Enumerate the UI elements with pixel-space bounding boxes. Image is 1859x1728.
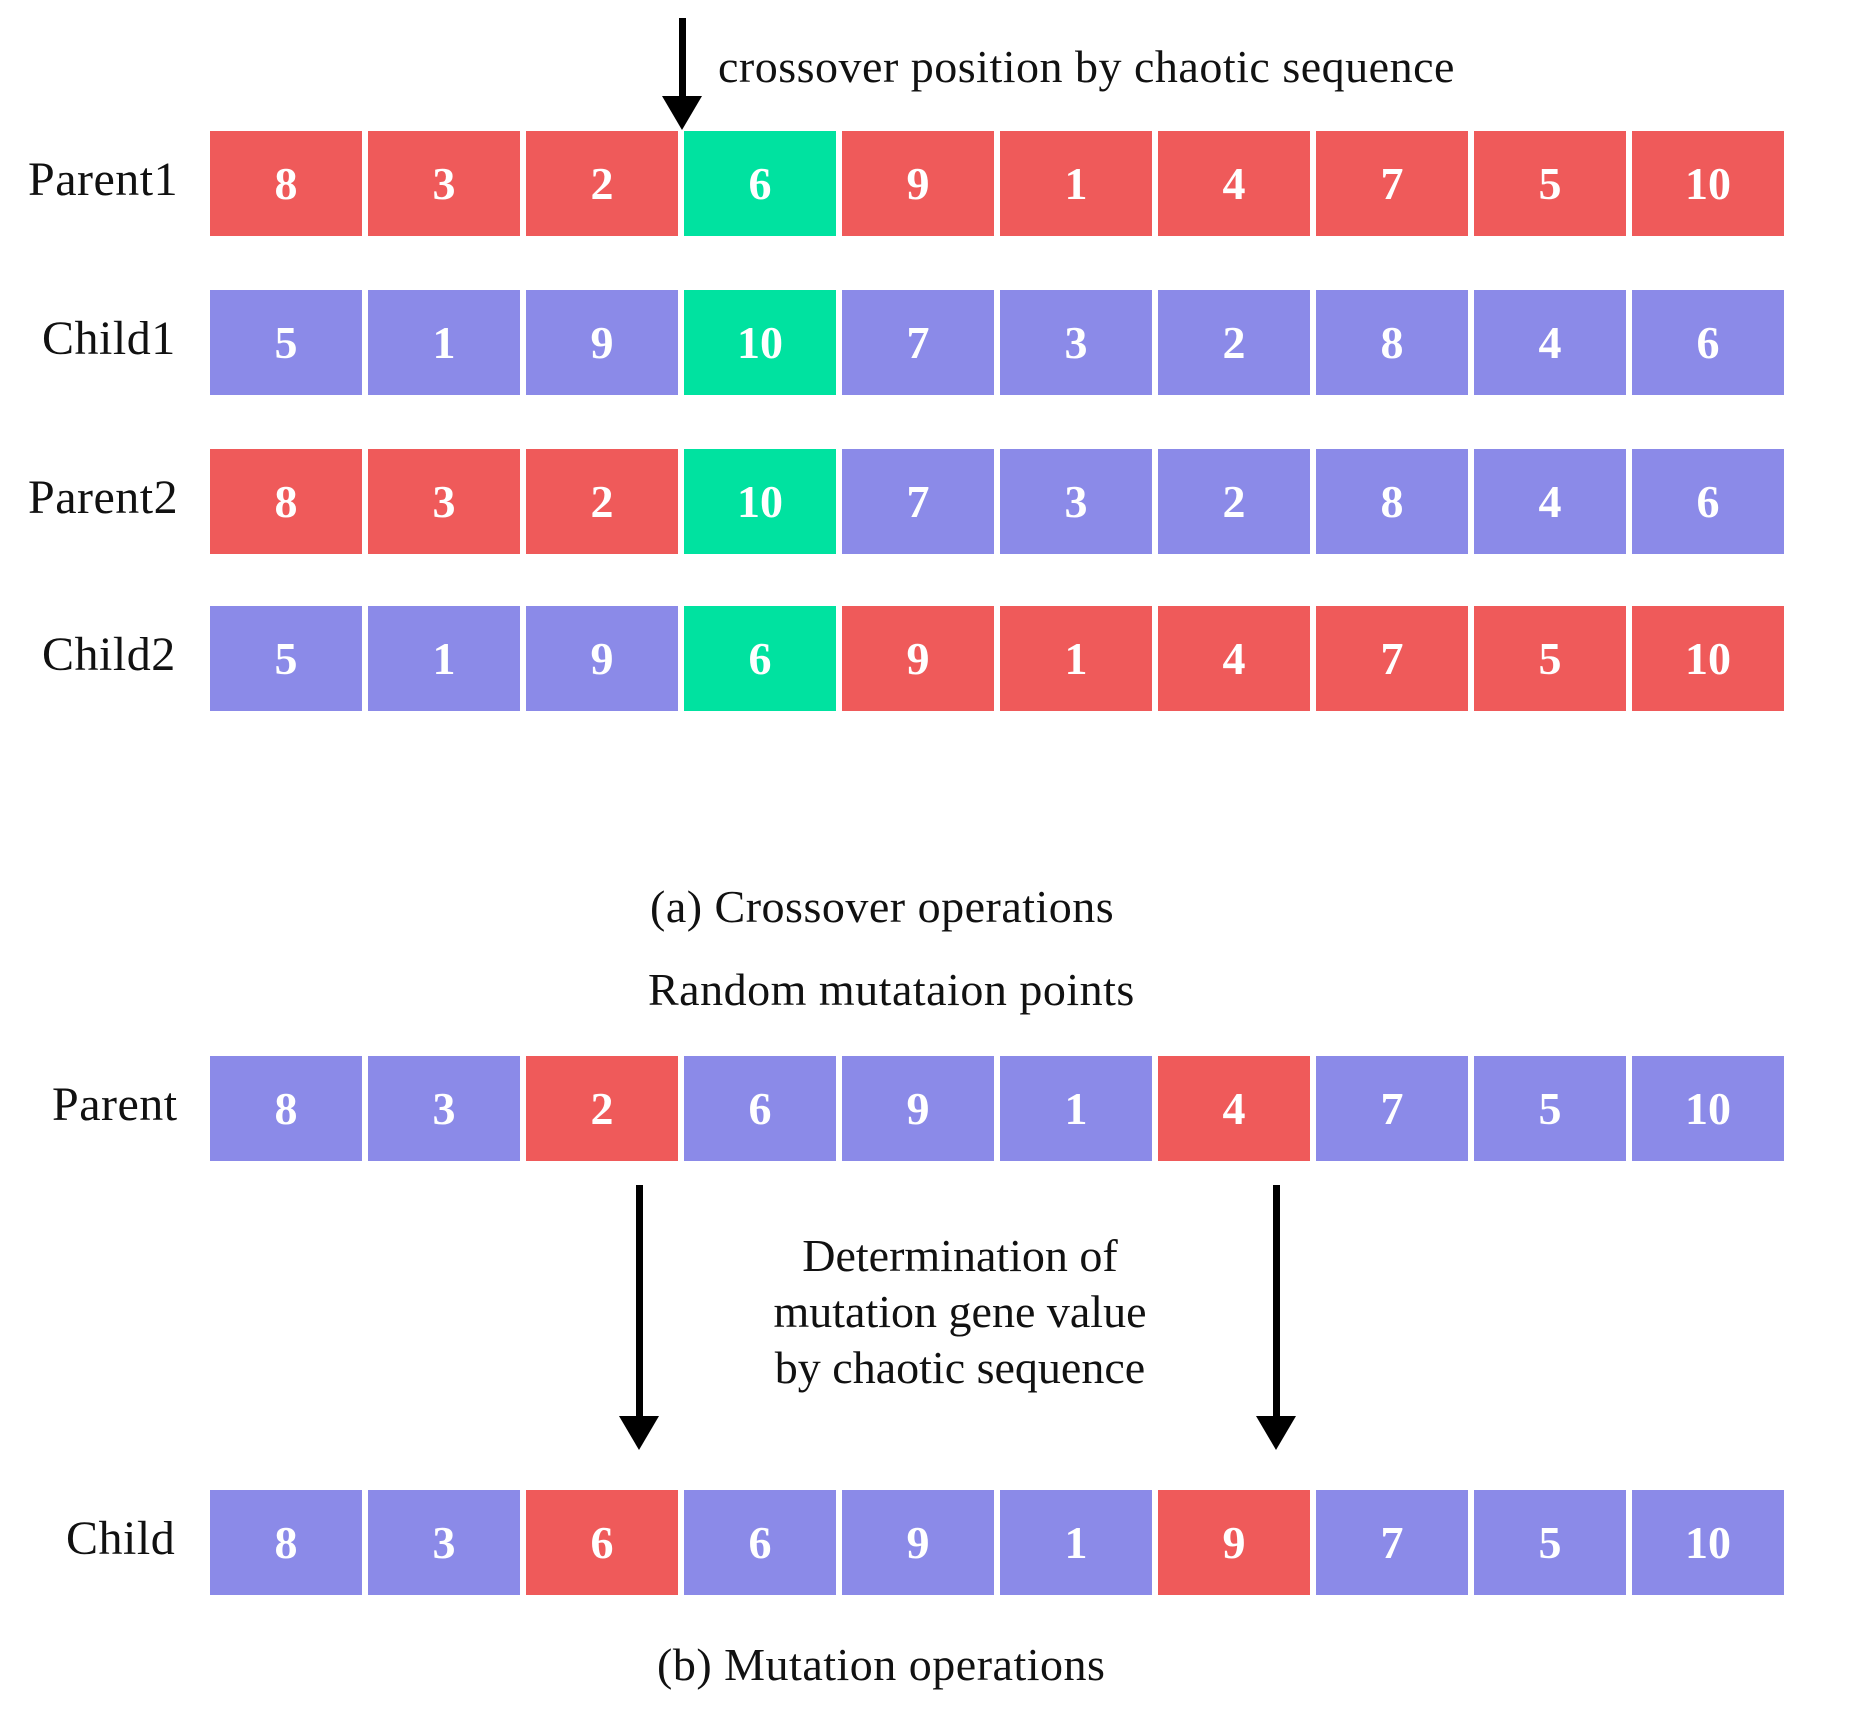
chromosome-mutation-child: 8 3 6 6 9 1 9 7 5 10: [210, 1490, 1784, 1595]
gene-cell[interactable]: 1: [1000, 1056, 1152, 1161]
arrow-head-icon: [619, 1416, 659, 1450]
gene-cell[interactable]: 3: [368, 449, 520, 554]
arrow-head-icon: [1256, 1416, 1296, 1450]
gene-cell[interactable]: 8: [1316, 449, 1468, 554]
gene-cell[interactable]: 7: [1316, 1056, 1468, 1161]
gene-cell[interactable]: 3: [368, 1056, 520, 1161]
chromosome-parent1: 8 3 2 6 9 1 4 7 5 10: [210, 131, 1784, 236]
mutation-arrow-left: [619, 1185, 659, 1450]
gene-cell[interactable]: 6: [684, 1056, 836, 1161]
row-label-child: Child: [66, 1512, 176, 1565]
gene-cell[interactable]: 8: [210, 449, 362, 554]
row-label-parent1: Parent1: [28, 153, 179, 206]
gene-cell[interactable]: 1: [1000, 606, 1152, 711]
gene-cell[interactable]: 10: [1632, 1490, 1784, 1595]
gene-cell[interactable]: 7: [1316, 606, 1468, 711]
annotation-line-1: Determination of: [802, 1230, 1118, 1281]
arrow-shaft: [1272, 1185, 1280, 1416]
caption-b: (b) Mutation operations: [657, 1639, 1106, 1690]
gene-cell-mutation-point[interactable]: 2: [526, 1056, 678, 1161]
gene-cell[interactable]: 7: [842, 449, 994, 554]
gene-cell-crossover-point[interactable]: 6: [684, 131, 836, 236]
row-label-parent2: Parent2: [28, 471, 179, 524]
gene-cell[interactable]: 5: [1474, 1490, 1626, 1595]
arrow-shaft: [678, 18, 686, 98]
chromosome-child2: 5 1 9 6 9 1 4 7 5 10: [210, 606, 1784, 711]
mutation-gene-value-annotation: Determination of mutation gene value by …: [680, 1228, 1240, 1396]
chromosome-parent2: 8 3 2 10 7 3 2 8 4 6: [210, 449, 1784, 554]
caption-a: (a) Crossover operations: [650, 881, 1115, 932]
gene-cell[interactable]: 5: [210, 606, 362, 711]
gene-cell[interactable]: 6: [684, 1490, 836, 1595]
gene-cell[interactable]: 1: [368, 290, 520, 395]
gene-cell[interactable]: 6: [1632, 290, 1784, 395]
gene-cell[interactable]: 9: [842, 606, 994, 711]
row-label-parent: Parent: [52, 1078, 178, 1131]
gene-cell[interactable]: 8: [210, 1490, 362, 1595]
gene-cell[interactable]: 3: [368, 131, 520, 236]
gene-cell[interactable]: 9: [842, 131, 994, 236]
gene-cell[interactable]: 2: [1158, 449, 1310, 554]
gene-cell-crossover-point[interactable]: 6: [684, 606, 836, 711]
gene-cell[interactable]: 1: [368, 606, 520, 711]
gene-cell[interactable]: 8: [1316, 290, 1468, 395]
gene-cell-crossover-point[interactable]: 10: [684, 290, 836, 395]
gene-cell[interactable]: 4: [1474, 290, 1626, 395]
gene-cell[interactable]: 1: [1000, 1490, 1152, 1595]
gene-cell[interactable]: 8: [210, 131, 362, 236]
gene-cell[interactable]: 7: [1316, 1490, 1468, 1595]
gene-cell[interactable]: 6: [1632, 449, 1784, 554]
mutation-arrow-right: [1256, 1185, 1296, 1450]
gene-cell[interactable]: 5: [210, 290, 362, 395]
arrow-head-icon: [662, 96, 702, 130]
gene-cell[interactable]: 5: [1474, 1056, 1626, 1161]
gene-cell[interactable]: 4: [1474, 449, 1626, 554]
gene-cell[interactable]: 7: [1316, 131, 1468, 236]
gene-cell-mutation-point[interactable]: 4: [1158, 1056, 1310, 1161]
mutation-points-annotation: Random mutataion points: [648, 964, 1135, 1015]
row-label-child2: Child2: [42, 628, 176, 681]
annotation-line-2: mutation gene value: [773, 1286, 1147, 1338]
crossover-position-arrow: [662, 18, 702, 130]
crossover-annotation-label: crossover position by chaotic sequence: [718, 41, 1455, 92]
gene-cell[interactable]: 1: [1000, 131, 1152, 236]
gene-cell[interactable]: 7: [842, 290, 994, 395]
chromosome-mutation-parent: 8 3 2 6 9 1 4 7 5 10: [210, 1056, 1784, 1161]
gene-cell[interactable]: 8: [210, 1056, 362, 1161]
gene-cell[interactable]: 10: [1632, 1056, 1784, 1161]
gene-cell[interactable]: 2: [526, 131, 678, 236]
gene-cell[interactable]: 5: [1474, 606, 1626, 711]
gene-cell[interactable]: 4: [1158, 606, 1310, 711]
gene-cell[interactable]: 9: [842, 1490, 994, 1595]
gene-cell[interactable]: 10: [1632, 606, 1784, 711]
gene-cell[interactable]: 10: [1632, 131, 1784, 236]
gene-cell-mutated[interactable]: 6: [526, 1490, 678, 1595]
gene-cell[interactable]: 2: [1158, 290, 1310, 395]
gene-cell[interactable]: 3: [1000, 290, 1152, 395]
gene-cell[interactable]: 3: [1000, 449, 1152, 554]
arrow-shaft: [635, 1185, 643, 1416]
row-label-child1: Child1: [42, 312, 176, 365]
gene-cell[interactable]: 9: [842, 1056, 994, 1161]
annotation-line-3: by chaotic sequence: [774, 1342, 1146, 1394]
chromosome-child1: 5 1 9 10 7 3 2 8 4 6: [210, 290, 1784, 395]
gene-cell[interactable]: 4: [1158, 131, 1310, 236]
gene-cell-crossover-point[interactable]: 10: [684, 449, 836, 554]
gene-cell[interactable]: 9: [526, 606, 678, 711]
gene-cell-mutated[interactable]: 9: [1158, 1490, 1310, 1595]
gene-cell[interactable]: 2: [526, 449, 678, 554]
gene-cell[interactable]: 9: [526, 290, 678, 395]
gene-cell[interactable]: 5: [1474, 131, 1626, 236]
gene-cell[interactable]: 3: [368, 1490, 520, 1595]
